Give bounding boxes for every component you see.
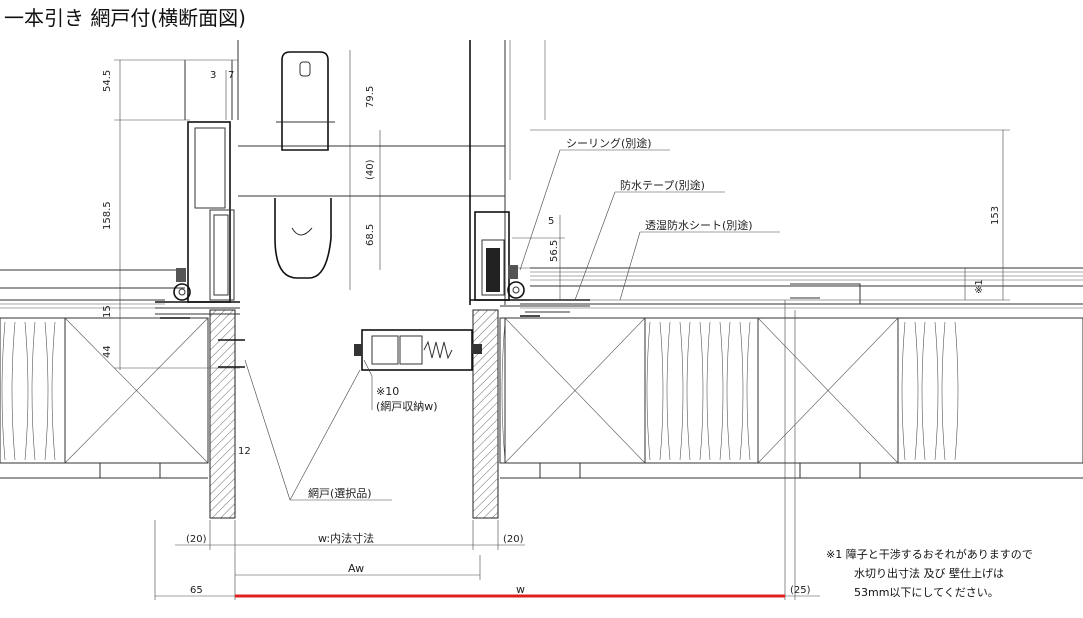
label-waterproof-tape: 防水テープ(別途) <box>620 178 705 192</box>
dim-158-5: 158.5 <box>102 201 113 230</box>
label-moisture-sheet: 透湿防水シート(別途) <box>645 218 753 232</box>
dim-w: w <box>516 583 525 596</box>
dim-inner: w:内法寸法 <box>318 531 374 545</box>
label-screen-storage: (網戸収納w) <box>376 399 438 413</box>
handle-top <box>276 51 335 151</box>
screen-storage-profile <box>354 329 482 371</box>
dim-25: (25) <box>790 585 811 596</box>
dim-aw: Aw <box>348 562 364 575</box>
dimension-lines-right <box>512 129 1010 301</box>
insulation-left <box>0 317 209 479</box>
label-sealing: シーリング(別途) <box>566 136 652 150</box>
dim-153: 153 <box>990 206 1001 225</box>
note-line-1: ※1 障子と干渉するおそれがありますので <box>826 547 1033 561</box>
drawing-title: 一本引き 網戸付(横断面図) <box>4 6 246 30</box>
dim-15: 15 <box>102 305 113 318</box>
dim-44: 44 <box>102 345 113 358</box>
left-sash-frame <box>155 40 240 315</box>
dim-79-5: 79.5 <box>365 86 376 108</box>
dim-56-5: 56.5 <box>549 240 560 262</box>
dim-note-ref: ※1 <box>974 279 985 294</box>
note-line-2: 水切り出寸法 及び 壁仕上げは <box>854 566 1004 580</box>
screws <box>160 315 540 368</box>
center-frame <box>238 40 546 305</box>
dim-left-20: (20) <box>186 534 207 545</box>
right-casing-board <box>472 309 499 519</box>
dim-40: (40) <box>365 159 376 180</box>
dim-54-5: 54.5 <box>102 70 113 92</box>
dim-7: 7 <box>228 70 234 81</box>
dimension-lines-left <box>114 50 381 370</box>
left-casing-board <box>209 309 236 519</box>
leader-lines <box>244 149 780 501</box>
label-screen-door: 網戸(選択品) <box>308 486 372 500</box>
dim-5: 5 <box>548 216 554 227</box>
dim-65: 65 <box>190 585 203 596</box>
dim-3: 3 <box>210 70 216 81</box>
dim-right-20: (20) <box>503 534 524 545</box>
handle-lower <box>274 198 332 279</box>
dim-12: 12 <box>238 446 251 457</box>
note-line-3: 53mm以下にしてください。 <box>854 586 999 599</box>
exterior-siding-right <box>520 267 1083 309</box>
label-screen-storage-ref: ※10 <box>376 385 399 398</box>
dim-68-5: 68.5 <box>365 224 376 246</box>
insulation-right <box>499 317 1083 479</box>
